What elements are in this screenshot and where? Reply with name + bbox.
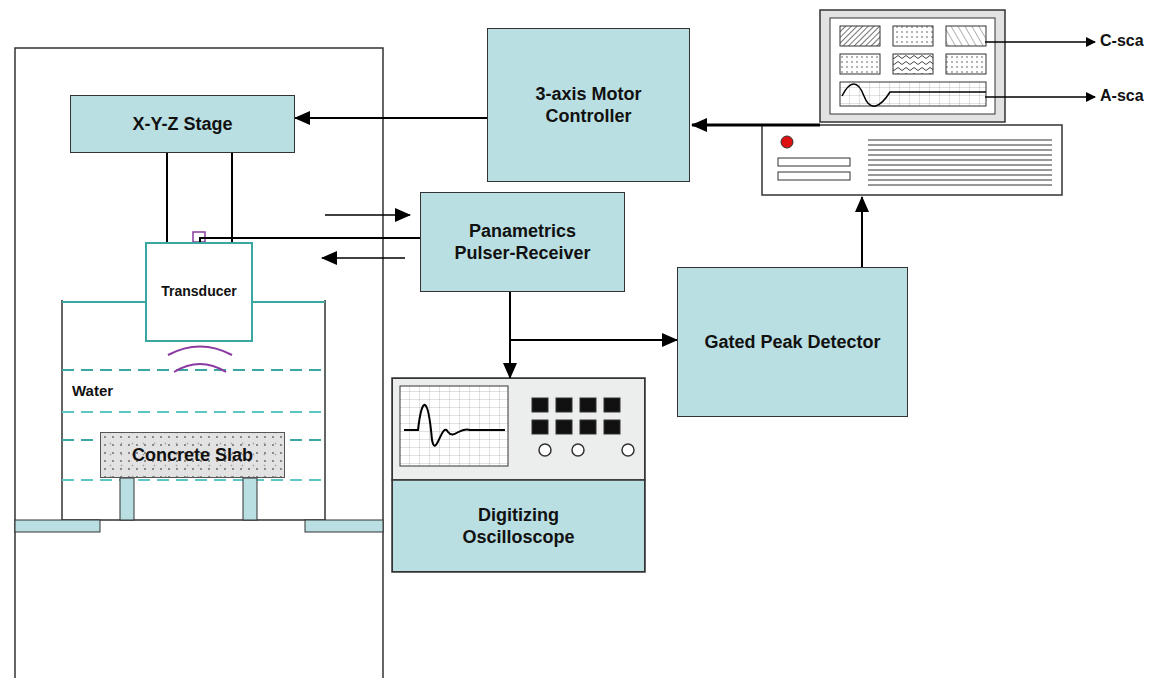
box-label: Panametrics Pulser-Receiver bbox=[443, 220, 603, 265]
oscilloscope-box: Digitizing Oscilloscope bbox=[392, 378, 645, 572]
pulser-box: Panametrics Pulser-Receiver bbox=[420, 192, 625, 292]
connector bbox=[167, 153, 232, 242]
connector bbox=[295, 117, 487, 119]
transducer-box: Transducer bbox=[145, 242, 253, 342]
box-label: Transducer bbox=[161, 283, 236, 301]
water-label: Water bbox=[72, 382, 113, 399]
box-label: X-Y-Z Stage bbox=[132, 113, 232, 136]
scan-label: A-sca bbox=[1100, 87, 1144, 105]
box-label: 3-axis Motor Controller bbox=[514, 83, 664, 128]
scan-label: C-sca bbox=[1100, 32, 1144, 50]
box-label: Concrete Slab bbox=[132, 444, 253, 467]
box-label: Gated Peak Detector bbox=[704, 331, 880, 354]
box-label: Digitizing Oscilloscope bbox=[439, 504, 599, 549]
stage-box: X-Y-Z Stage bbox=[70, 95, 295, 153]
slab-box: Concrete Slab bbox=[100, 432, 285, 478]
controller-box: 3-axis Motor Controller bbox=[487, 28, 690, 182]
connector bbox=[510, 292, 677, 340]
detector-box: Gated Peak Detector bbox=[677, 267, 908, 417]
